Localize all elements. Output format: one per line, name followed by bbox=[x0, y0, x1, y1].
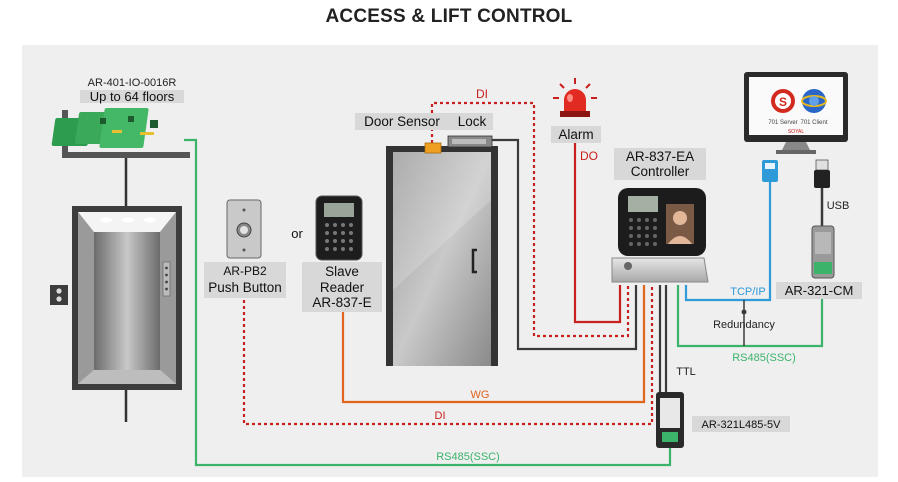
alarm-light-icon bbox=[553, 78, 597, 117]
slave-reader-model: AR-837-E bbox=[312, 295, 371, 310]
usb-converter-model: AR-321-CM bbox=[785, 283, 854, 298]
ttl-converter-caption-bg bbox=[692, 416, 790, 432]
di-top-label: DI bbox=[476, 87, 488, 101]
io-caption-bg bbox=[80, 90, 184, 103]
monitor-brand: SOYAL bbox=[788, 129, 805, 135]
client-app-icon bbox=[801, 89, 827, 113]
door-sensor-label: Door Sensor bbox=[364, 114, 440, 129]
do-label: DO bbox=[580, 149, 598, 163]
ttl-converter-device bbox=[656, 392, 684, 448]
usb-label: USB bbox=[827, 200, 850, 212]
di-bottom-label: DI bbox=[435, 410, 446, 422]
ttl-converter-model: AR-321L485-5V bbox=[702, 419, 782, 431]
client-app-label: 701 Client bbox=[800, 120, 827, 126]
slave-reader-line2: Reader bbox=[320, 280, 365, 295]
wg-label: WG bbox=[471, 389, 490, 401]
io-module-icon bbox=[51, 108, 190, 158]
server-app-icon: S bbox=[771, 89, 795, 113]
controller-caption-bg bbox=[614, 148, 706, 180]
slave-reader-line1: Slave bbox=[325, 264, 359, 279]
controller-model: AR-837-EA bbox=[626, 149, 694, 164]
di-bottom-wire bbox=[242, 285, 654, 426]
computer-monitor bbox=[744, 72, 848, 154]
alarm-label: Alarm bbox=[558, 127, 593, 142]
controller-name: Controller bbox=[631, 164, 690, 179]
io-module-caption: Up to 64 floors bbox=[90, 89, 175, 104]
tcpip-wire bbox=[684, 180, 772, 302]
elevator-call-button bbox=[50, 285, 68, 305]
di-top-wire bbox=[430, 101, 630, 338]
rs485-bottom-label: RS485(SSC) bbox=[436, 451, 500, 463]
do-wire bbox=[573, 143, 622, 324]
slave-reader-caption-bg bbox=[302, 262, 382, 312]
io-module-name: AR-401-IO-0016R bbox=[88, 77, 177, 89]
elevator-car bbox=[72, 206, 182, 390]
door-device bbox=[386, 135, 498, 366]
usb-converter-device bbox=[811, 225, 835, 279]
push-button-name: Push Button bbox=[208, 280, 282, 295]
controller-device bbox=[611, 188, 709, 283]
lock-label: Lock bbox=[458, 114, 487, 129]
server-app-label: 701 Server bbox=[768, 120, 797, 126]
push-button-caption-bg bbox=[204, 262, 286, 298]
slave-reader-device bbox=[315, 195, 363, 261]
svg-text:S: S bbox=[779, 95, 787, 109]
push-button-model: AR-PB2 bbox=[223, 264, 267, 278]
rs485-right-wire bbox=[676, 282, 824, 348]
usb-converter-caption-bg bbox=[776, 282, 862, 299]
lock-wire bbox=[490, 138, 638, 351]
ttl-label: TTL bbox=[676, 366, 696, 378]
redundancy-label: Redundancy bbox=[713, 319, 775, 331]
usb-plug-icon bbox=[814, 159, 830, 188]
rs485-bottom-wire bbox=[184, 138, 672, 467]
alarm-caption-bg bbox=[551, 126, 601, 143]
push-button-device bbox=[226, 199, 262, 259]
redundancy-node bbox=[741, 309, 747, 315]
or-label: or bbox=[291, 226, 303, 241]
door-labels-bg bbox=[355, 113, 493, 130]
wg-wire bbox=[341, 285, 646, 404]
tcpip-label: TCP/IP bbox=[730, 286, 765, 298]
rs485-right-label: RS485(SSC) bbox=[732, 352, 796, 364]
page-title: ACCESS & LIFT CONTROL bbox=[325, 6, 573, 27]
ethernet-plug-icon bbox=[762, 160, 778, 182]
